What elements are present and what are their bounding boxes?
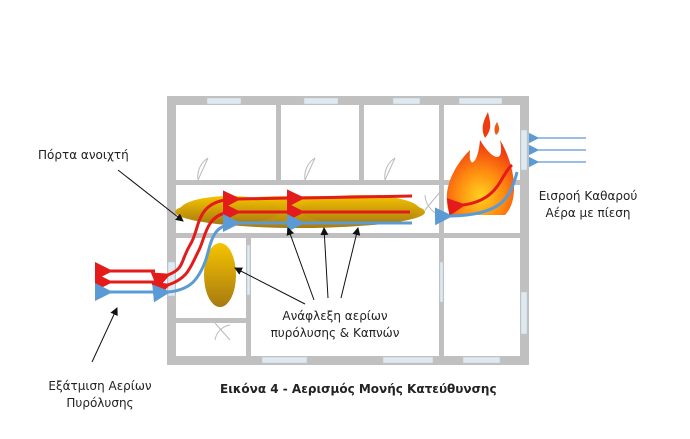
label-open-door: Πόρτα ανοιχτή: [38, 148, 129, 162]
door-swings: [197, 157, 441, 341]
figure-caption: Εικόνα 4 - Αερισμός Μονής Κατεύθυνσης: [220, 382, 497, 396]
walls: [167, 96, 529, 365]
pointer-arrows: [91, 169, 361, 363]
fresh-air-arrows: [95, 171, 519, 303]
inlet-air-arrows: [528, 132, 586, 168]
label-clean-air-inlet-line2: Αέρα με πίεση: [545, 206, 631, 220]
fire-icon: [446, 112, 515, 215]
label-clean-air-inlet-line1: Εισροή Καθαρού: [538, 189, 638, 203]
label-pyrolysis-exhaust: Εξάτμιση Αερίων Πυρόλυσης: [30, 378, 170, 412]
label-ignition-line2: πυρόλυσης & Καπνών: [270, 326, 400, 340]
label-pyrolysis-exhaust-line2: Πυρόλυσης: [66, 396, 134, 410]
label-ignition-line1: Ανάφλεξη αερίων: [282, 309, 388, 323]
windows: [167, 97, 528, 364]
smoke-cloud-room: [204, 243, 236, 307]
label-pyrolysis-exhaust-line1: Εξάτμιση Αερίων: [48, 379, 152, 393]
label-clean-air-inlet: Εισροή Καθαρού Αέρα με πίεση: [528, 188, 648, 222]
label-ignition: Ανάφλεξη αερίων πυρόλυσης & Καπνών: [260, 308, 410, 342]
hot-gas-arrows: [95, 163, 514, 299]
